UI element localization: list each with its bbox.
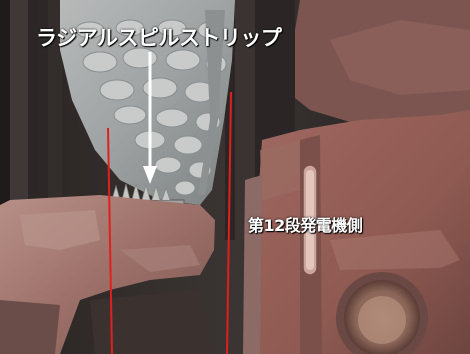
red-marker-line-left bbox=[107, 127, 113, 354]
callout-label: ラジアルスピルストリップ bbox=[36, 26, 282, 50]
red-marker-line-right bbox=[226, 91, 232, 354]
shroud-segment bbox=[60, 0, 235, 205]
side-label: 第12段発電機側 bbox=[248, 216, 363, 235]
callout-arrow bbox=[143, 52, 157, 184]
stator-blade-right bbox=[243, 110, 470, 354]
stator-blade-left bbox=[0, 195, 215, 354]
